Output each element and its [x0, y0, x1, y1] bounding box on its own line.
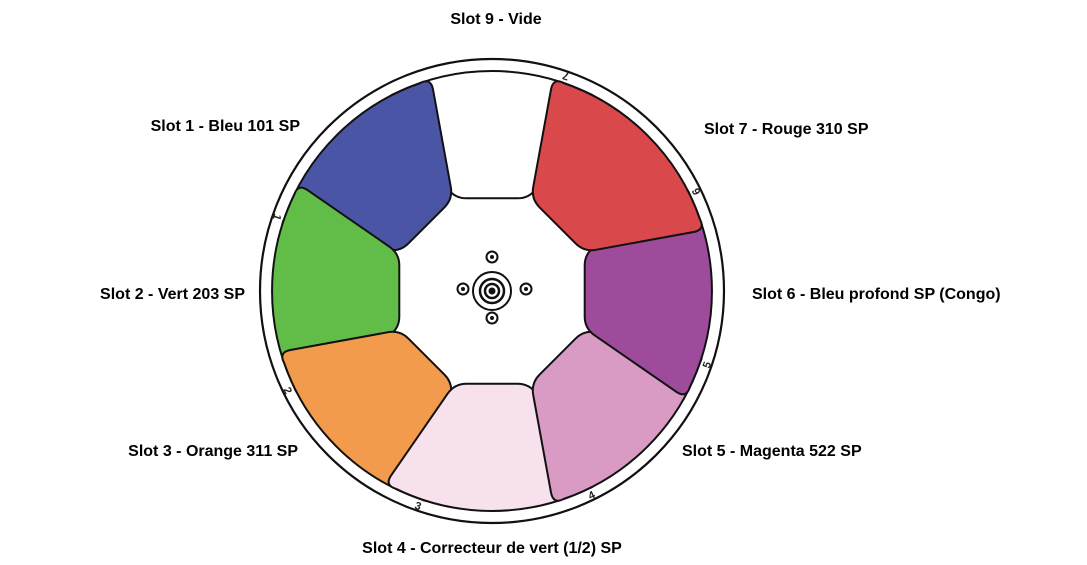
slot-4-number: 4: [586, 489, 598, 503]
slot-7-label: Slot 7 - Rouge 310 SP: [704, 121, 869, 138]
hub-center-dot: [488, 287, 496, 295]
slot-3-label: Slot 3 - Orange 311 SP: [128, 443, 298, 460]
slot-2-number: 2: [280, 385, 293, 396]
slot-7-number: 7: [561, 69, 571, 82]
slot-4-label: Slot 4 - Correcteur de vert (1/2) SP: [362, 540, 622, 557]
slot-numbers: 1 2 3 4 5 6 7: [270, 69, 714, 513]
slot-6-label: Slot 6 - Bleu profond SP (Congo): [752, 286, 1001, 303]
slot-7-filter: [531, 80, 703, 252]
hub-screw-left: [456, 282, 470, 296]
slot-6-number: 6: [690, 186, 703, 197]
color-slots: [271, 70, 713, 512]
hub-screw-top: [485, 250, 499, 264]
slot-5-number: 5: [701, 360, 714, 370]
hub-screw-right: [519, 282, 533, 296]
slot-2-label: Slot 2 - Vert 203 SP: [100, 286, 245, 303]
slot-1-number: 1: [270, 212, 283, 222]
slot-1-label: Slot 1 - Bleu 101 SP: [150, 118, 300, 135]
center-hub: [456, 250, 533, 325]
hub-screw-bottom: [485, 311, 499, 325]
slot-9-label: Slot 9 - Vide: [450, 11, 542, 28]
slot-3-number: 3: [413, 500, 423, 513]
slot-5-label: Slot 5 - Magenta 522 SP: [682, 443, 862, 460]
